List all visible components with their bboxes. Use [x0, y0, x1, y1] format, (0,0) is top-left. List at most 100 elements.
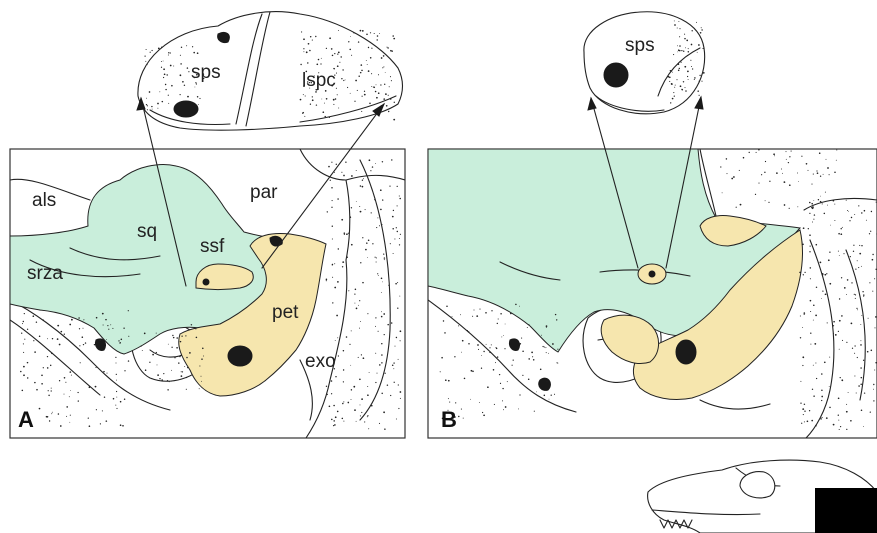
stipple-dot	[848, 211, 849, 212]
foramen-dark-spot	[174, 101, 198, 117]
stipple-dot	[22, 323, 23, 324]
stipple-dot	[341, 172, 342, 173]
stipple-dot	[23, 352, 24, 353]
stipple-dot	[382, 67, 383, 68]
stipple-dot	[331, 380, 333, 382]
stipple-dot	[701, 29, 702, 30]
stipple-dot	[384, 259, 385, 260]
stipple-dot	[815, 315, 817, 317]
stipple-dot	[349, 344, 350, 345]
stipple-dot	[375, 163, 376, 164]
stipple-dot	[46, 416, 48, 418]
stipple-dot	[187, 67, 188, 68]
stipple-dot	[860, 340, 861, 341]
stipple-dot	[822, 274, 823, 275]
stipple-dot	[802, 327, 803, 328]
stipple-dot	[366, 242, 368, 244]
stipple-dot	[382, 281, 383, 282]
stipple-dot	[863, 296, 864, 297]
stipple-dot	[181, 47, 182, 48]
stipple-dot	[347, 402, 349, 404]
stipple-dot	[870, 411, 871, 412]
stipple-dot	[312, 99, 314, 101]
stipple-dot	[379, 33, 380, 34]
stipple-dot	[821, 390, 823, 392]
stipple-dot	[830, 225, 831, 226]
stipple-dot	[375, 326, 376, 327]
stipple-dot	[502, 400, 503, 401]
stipple-dot	[398, 359, 399, 360]
stipple-dot	[681, 89, 682, 90]
stipple-dot	[829, 357, 830, 358]
stipple-dot	[360, 415, 361, 416]
stipple-dot	[448, 380, 450, 382]
stipple-dot	[482, 412, 483, 413]
stipple-dot	[816, 244, 818, 246]
stipple-dot	[743, 157, 745, 159]
stipple-dot	[391, 80, 392, 81]
stipple-dot	[444, 332, 446, 334]
stipple-dot	[374, 33, 375, 34]
notch-dark-spot	[218, 32, 230, 42]
stipple-dot	[813, 395, 815, 397]
stipple-dot	[343, 381, 344, 382]
stipple-dot	[351, 330, 352, 331]
stipple-dot	[802, 243, 804, 245]
stipple-dot	[201, 381, 202, 382]
stipple-dot	[820, 196, 821, 197]
stipple-dot	[804, 410, 805, 411]
stipple-dot	[671, 70, 673, 72]
stipple-dot	[337, 94, 338, 95]
stipple-dot	[113, 398, 115, 400]
stipple-dot	[385, 373, 386, 374]
stipple-dot	[669, 81, 670, 82]
stipple-dot	[359, 379, 361, 381]
stipple-dot	[52, 338, 53, 339]
stipple-dot	[676, 79, 677, 80]
stipple-dot	[485, 312, 487, 314]
stipple-dot	[50, 365, 51, 366]
stipple-dot	[809, 213, 810, 214]
stipple-dot	[181, 371, 182, 372]
stipple-dot	[96, 409, 97, 410]
stipple-dot	[336, 73, 337, 74]
stipple-dot	[842, 227, 843, 228]
stipple-dot	[300, 99, 302, 101]
stipple-dot	[332, 200, 333, 201]
stipple-dot	[445, 379, 447, 381]
stipple-dot	[870, 231, 871, 232]
stipple-dot	[196, 83, 197, 84]
stipple-dot	[477, 344, 479, 346]
stipple-dot	[360, 321, 361, 322]
stipple-dot	[385, 72, 386, 73]
stipple-dot	[151, 50, 152, 51]
stipple-dot	[544, 395, 546, 397]
stipple-dot	[367, 313, 368, 314]
stipple-dot	[387, 324, 389, 326]
stipple-dot	[369, 103, 371, 105]
stipple-dot	[336, 164, 337, 165]
stipple-dot	[872, 259, 874, 261]
stipple-dot	[545, 347, 546, 348]
stipple-dot	[170, 65, 172, 67]
label-sq: sq	[137, 221, 157, 242]
stipple-dot	[103, 324, 104, 325]
stipple-dot	[813, 219, 814, 220]
stipple-dot	[679, 36, 680, 37]
stipple-dot	[866, 220, 867, 221]
stipple-dot	[356, 308, 358, 310]
stipple-dot	[820, 201, 822, 203]
stipple-dot	[768, 202, 769, 203]
stipple-dot	[23, 374, 25, 376]
stipple-dot	[334, 287, 336, 289]
stipple-dot	[841, 228, 842, 229]
stipple-dot	[342, 418, 344, 420]
stipple-dot	[320, 63, 321, 64]
stipple-dot	[547, 381, 548, 382]
stipple-dot	[379, 423, 380, 424]
skull-thumbnail	[648, 460, 877, 533]
stipple-dot	[115, 405, 116, 406]
stipple-dot	[776, 172, 778, 174]
stipple-dot	[825, 192, 826, 193]
